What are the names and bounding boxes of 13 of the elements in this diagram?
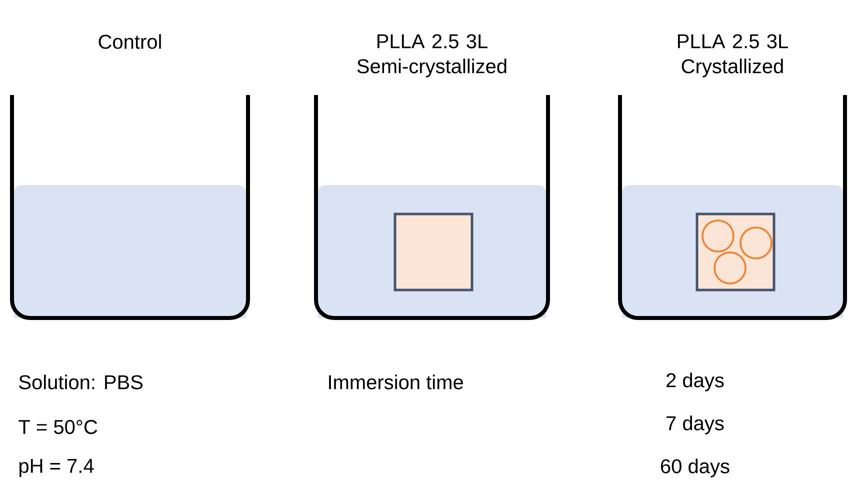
condition-text: Immersion time — [329, 374, 463, 390]
node-label: PLLA 2.5 3L Semi-crystallized — [357, 34, 506, 78]
condition-text: T = 50°C — [18, 420, 98, 434]
node-label: PLLA 2.5 3L Crystallized — [678, 34, 788, 78]
sample-square — [394, 212, 474, 292]
condition-text: 60 days — [661, 458, 730, 478]
condition-text: 7 days — [666, 416, 724, 434]
condition-text: 2 days — [666, 372, 724, 392]
beaker: Control — [10, 34, 250, 320]
sample-square — [696, 212, 776, 292]
condition-text: pH = 7.4 — [19, 459, 94, 477]
node-label: Control — [98, 34, 161, 49]
condition-text: Solution: PBS — [19, 374, 143, 390]
